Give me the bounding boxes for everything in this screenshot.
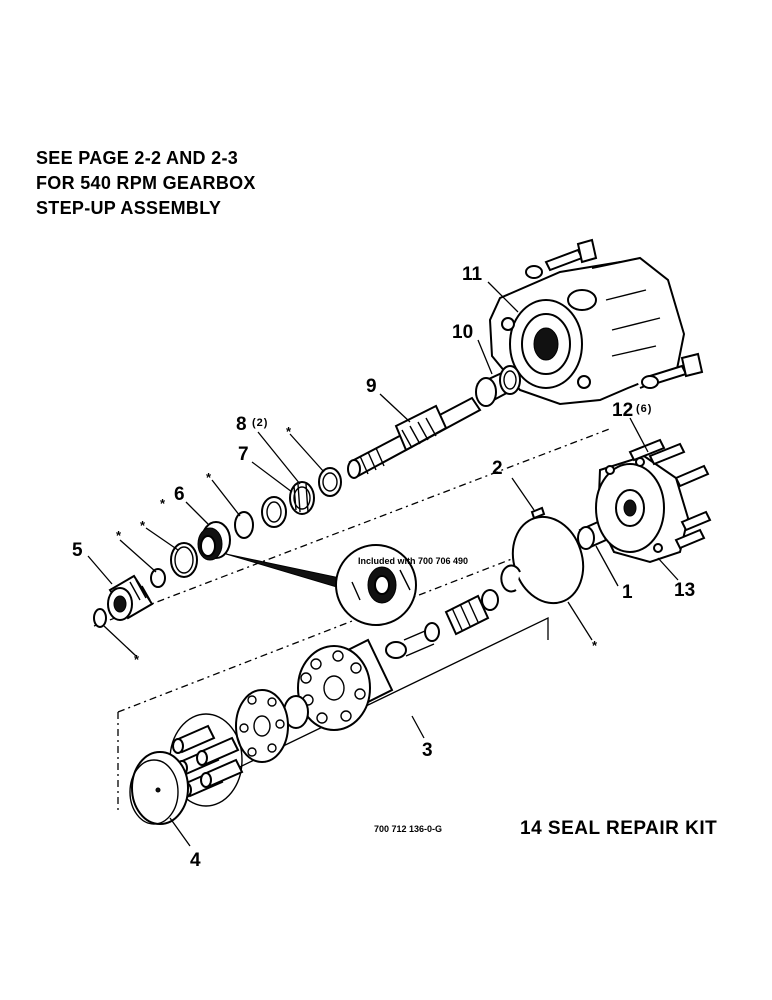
drawing-number: 700 712 136-0-G	[374, 824, 442, 834]
seal-marker-5: *	[286, 424, 292, 439]
leader-3	[411, 715, 425, 739]
snap-ring-upper	[234, 511, 254, 539]
callout-8-quantity: (2)	[252, 417, 268, 429]
bearing	[475, 365, 521, 407]
retainer-plate	[235, 689, 289, 763]
callout-11: 11	[462, 264, 483, 285]
thrust-washer-inner	[261, 496, 287, 528]
coupler-ring	[93, 608, 107, 628]
callout-10: 10	[452, 322, 473, 343]
leader-10	[477, 339, 493, 375]
reference-note-line-2: FOR 540 RPM GEARBOX	[36, 173, 256, 193]
leader-2	[511, 477, 535, 511]
shaft-seal	[197, 521, 231, 561]
pin	[530, 506, 546, 520]
seal-kit-note: 14 SEAL REPAIR KIT	[520, 818, 717, 839]
leader-o-ring	[567, 601, 593, 641]
leader-1	[595, 545, 619, 587]
thrust-washer-outer-hole	[322, 472, 338, 492]
seal-marker-2: *	[140, 518, 146, 533]
spring	[444, 589, 499, 636]
leader-6	[185, 501, 209, 525]
marker-leader-2	[145, 527, 179, 551]
marker-leader-3	[211, 479, 241, 517]
leader-12	[629, 417, 649, 453]
thrust-bearing	[289, 481, 315, 515]
leader-7	[251, 461, 293, 493]
leader-9	[379, 393, 411, 423]
callout-2: 2	[492, 458, 503, 479]
spring-pins	[385, 622, 440, 659]
thrust-washer-outer	[318, 467, 342, 497]
callout-13: 13	[674, 580, 695, 601]
leader-5	[87, 555, 113, 585]
assembly-line-lower	[117, 547, 541, 713]
leader-13	[657, 557, 679, 581]
reference-note-line-3: STEP-UP ASSEMBLY	[36, 198, 222, 218]
leader-4	[169, 817, 191, 847]
housing-bolt-lower	[641, 352, 704, 389]
snap-ring-right	[500, 564, 521, 593]
inset-leader	[225, 553, 341, 589]
housing-bolt-upper	[525, 238, 598, 279]
end-cover	[595, 454, 690, 564]
seal-marker-6: *	[134, 652, 140, 667]
seal-marker-3: *	[160, 496, 166, 511]
drive-shaft	[347, 396, 482, 479]
leader-8	[257, 431, 301, 485]
callout-1: 1	[622, 582, 633, 603]
reference-note: SEE PAGE 2-2 AND 2-3 FOR 540 RPM GEARBOX…	[36, 146, 256, 221]
seal-inset	[335, 544, 417, 626]
thrust-washer-inner-hole	[266, 501, 282, 523]
seal-marker-7: *	[592, 638, 598, 653]
marker-leader-5	[103, 625, 137, 657]
seal-marker-4: *	[206, 470, 212, 485]
callout-5: 5	[72, 540, 83, 561]
reference-note-line-1: SEE PAGE 2-2 AND 2-3	[36, 148, 239, 168]
callout-12: 12	[612, 400, 633, 421]
callout-3: 3	[422, 740, 433, 761]
marker-leader-4	[289, 433, 325, 473]
callout-12-quantity: (6)	[636, 403, 652, 415]
callout-9: 9	[366, 376, 377, 397]
inset-label: Included with 700 706 490	[358, 556, 468, 566]
callout-6: 6	[174, 484, 185, 505]
retaining-ring-inner	[174, 546, 194, 574]
leader-11	[487, 281, 519, 313]
valve-plate	[129, 751, 189, 825]
spline-coupler	[107, 574, 154, 621]
o-ring-large	[511, 515, 585, 605]
callout-4: 4	[190, 850, 201, 871]
callout-7: 7	[238, 444, 249, 465]
seal-marker-1: *	[116, 528, 122, 543]
cylinder-block	[297, 638, 394, 731]
cover-bolts	[628, 438, 712, 550]
callout-8: 8	[236, 414, 247, 435]
assembly-line-upper	[93, 427, 613, 627]
snap-ring-small	[150, 568, 166, 588]
marker-leader-1	[119, 539, 157, 573]
pump-housing	[488, 256, 686, 406]
